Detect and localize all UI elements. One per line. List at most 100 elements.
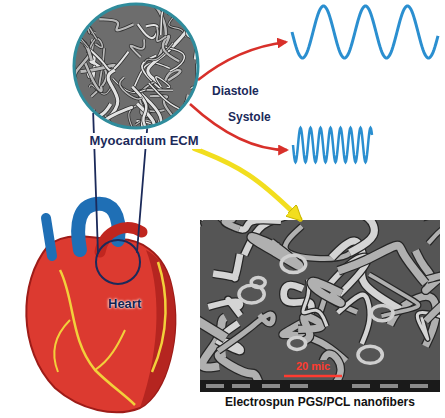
ecm-strand-shadow [131, 39, 145, 57]
zoom-circle [96, 240, 140, 284]
fiber-loop [358, 346, 382, 363]
ecm-outline-ring [74, 4, 198, 128]
fiber-loop [288, 337, 305, 349]
fiber-shadow [338, 246, 425, 284]
ecm-strand [81, 0, 93, 18]
ecm-strand-shadow [157, 28, 166, 41]
ecm-strand [169, 7, 200, 14]
info-mark [290, 384, 308, 388]
fiber-shadow [252, 237, 300, 266]
nanofiber [213, 254, 240, 278]
fiber-shadow [311, 282, 341, 304]
ecm-strand-shadow [149, 83, 184, 119]
fiber-shadow [200, 220, 204, 277]
info-mark [352, 384, 370, 388]
scale-label: 20 mic [294, 360, 332, 373]
zoom-arrow [195, 149, 300, 219]
ecm-strand [183, 7, 206, 24]
ecm-strand [163, 36, 179, 61]
sem-panel: 20 micElectrospun PGS/PCL nanofibers [200, 220, 440, 409]
ecm-strand [165, 70, 181, 81]
fiber-shadow [213, 254, 240, 278]
ecm-strand-shadow [99, 19, 133, 30]
vena-cava [46, 218, 52, 256]
ecm-strand-shadow [113, 78, 146, 93]
sem-image [200, 220, 440, 392]
ecm-strand-shadow [85, 63, 101, 91]
coronary-vessel [54, 320, 70, 372]
info-mark [206, 384, 224, 388]
info-mark [410, 384, 428, 388]
systole-wave [293, 128, 372, 162]
ecm-strand [48, 93, 72, 137]
info-mark [232, 384, 250, 388]
section-heading: Myocardium ECM [87, 133, 200, 149]
ecm-strand [148, 32, 186, 82]
fiber-shadow [200, 317, 226, 382]
phase-label: Systole [228, 110, 271, 124]
ecm-strand [175, 0, 196, 11]
ecm-strand-shadow [59, 129, 90, 143]
ecm-strand [149, 83, 184, 119]
nanofiber [338, 246, 425, 284]
fiber-loop [239, 285, 264, 303]
ecm-strand-shadow [76, 123, 80, 141]
ecm-strand-shadow [72, 107, 87, 125]
ecm-strand-shadow [163, 36, 179, 61]
ecm-circle: Myocardium ECM [72, 2, 201, 149]
heart-illustration [26, 204, 175, 412]
diastole-wave [292, 6, 438, 58]
fiber-shadow [208, 300, 240, 316]
coronary-vessel [152, 262, 166, 372]
nanofiber [350, 220, 375, 253]
ecm-strand-shadow [120, 77, 143, 99]
nanofiber [200, 317, 226, 382]
nanofiber [311, 282, 341, 304]
image-caption: Electrospun PGS/PCL nanofibers [225, 395, 415, 409]
ecm-strand [85, 63, 101, 91]
nanofiber [225, 220, 250, 229]
ecm-strand [99, 19, 133, 30]
ecm-strand [72, 107, 87, 125]
heart-region: Heart [15, 200, 180, 415]
ecm-ground [70, 0, 202, 134]
fiber-shadow [219, 353, 259, 381]
ecm-strand-shadow [132, 87, 146, 127]
fiber-shadow [225, 220, 250, 229]
nanofiber [208, 300, 240, 316]
ecm-strand [113, 78, 146, 93]
ecm-strand-shadow [48, 93, 72, 137]
nanofiber [219, 353, 259, 381]
ecm-strand-shadow [169, 7, 200, 14]
ecm-strand [120, 77, 143, 99]
sem-ground [200, 220, 440, 392]
ecm-strand-shadow [148, 32, 186, 82]
ecm-strand [156, 77, 170, 88]
info-mark [380, 384, 398, 388]
scale-bar [284, 375, 342, 378]
ecm-strand [131, 39, 145, 57]
ecm-strand-shadow [138, 24, 158, 38]
phase-label: Diastole [212, 84, 259, 98]
systole-arrow [190, 104, 287, 150]
fiber-shadow [428, 223, 440, 263]
ecm-strand-shadow [183, 7, 206, 24]
info-bar [200, 380, 440, 392]
heart-body [26, 236, 175, 412]
ecm-strand-shadow [73, 2, 97, 18]
ecm-texture [34, 0, 242, 164]
ecm-strand [138, 24, 158, 38]
fiber-loop [281, 255, 306, 272]
ecm-strand [34, 50, 73, 76]
heart-shade [140, 250, 175, 408]
ecm-strand-shadow [175, 0, 196, 11]
ecm-strand [157, 28, 166, 41]
ecm-strand-shadow [34, 50, 73, 76]
info-mark [262, 384, 280, 388]
organ-label: Heart [108, 296, 141, 312]
ecm-strand [132, 87, 146, 127]
diastole-arrow [198, 42, 286, 80]
ecm-strand [76, 123, 80, 141]
